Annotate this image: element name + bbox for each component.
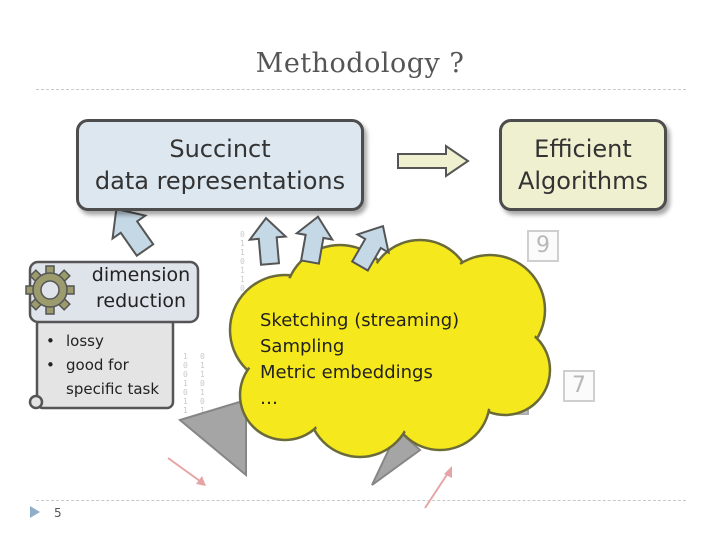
note-specific-task: good for specific task <box>46 353 159 401</box>
succinct-representations-box: Succinct data representations <box>76 119 364 211</box>
title-divider <box>36 89 686 90</box>
thin-arrow-left <box>167 457 205 485</box>
page-marker-icon <box>30 506 40 518</box>
note-lossy: lossy <box>46 329 159 353</box>
up-arrow-right <box>350 224 391 272</box>
thin-arrow-right-head <box>444 466 452 478</box>
up-arrow-left <box>111 207 155 258</box>
thin-arrow-right <box>424 469 451 509</box>
gear-icon <box>25 265 75 315</box>
digit-9-image: 9 <box>527 230 559 262</box>
thin-arrow-left-head <box>196 476 206 486</box>
gray-triangle-left <box>177 398 247 478</box>
footer-divider <box>36 500 686 501</box>
cloud-line-ellipsis: … <box>260 388 278 409</box>
efficient-algorithms-box: Efficient Algorithms <box>499 119 667 211</box>
cloud-line-sketching: Sketching (streaming) <box>260 310 460 331</box>
succinct-box-label: Succinct data representations <box>94 135 346 195</box>
dimension-reduction-label: dimension reduction <box>91 264 191 312</box>
slide-title: Methodology ? <box>255 48 465 79</box>
dimension-reduction-notes: lossy good for specific task <box>46 329 159 401</box>
cloud-fill-core <box>233 243 547 454</box>
cloud-line-metric-embeddings: Metric embeddings <box>260 362 433 383</box>
efficient-box-label: Efficient Algorithms <box>517 135 649 195</box>
cloud-text: Sketching (streaming) Sampling Metric em… <box>260 308 459 412</box>
page-number: 5 <box>54 506 62 520</box>
up-arrow-mid-right <box>294 215 335 265</box>
cloud-line-sampling: Sampling <box>260 336 345 357</box>
up-arrow-mid-left <box>247 216 288 266</box>
right-arrow <box>397 144 470 178</box>
digit-7-image: 7 <box>563 370 595 402</box>
